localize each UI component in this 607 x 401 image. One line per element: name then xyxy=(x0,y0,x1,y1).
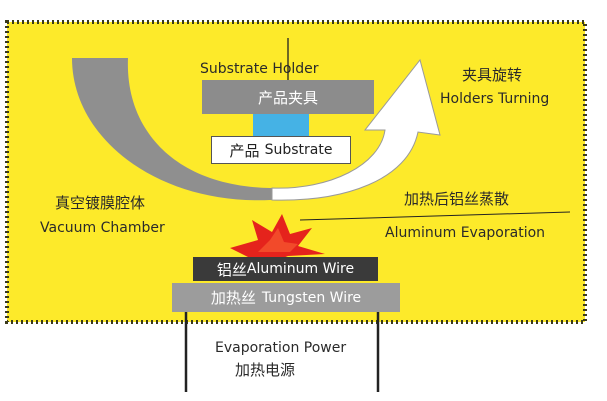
power-en-label: Evaporation Power xyxy=(215,340,347,356)
holder-zh-label: 产品夹具 xyxy=(257,88,318,107)
chamber-en-label: Vacuum Chamber xyxy=(40,220,165,236)
substrate-zh-label: 产品 xyxy=(229,141,260,160)
tungsten-wire: 加热丝 Tungsten Wire xyxy=(172,283,400,312)
power-zh-label: 加热电源 xyxy=(235,361,296,379)
evaporation-leader-line xyxy=(299,211,571,221)
aluminum-wire: 铝丝 Aluminum Wire xyxy=(193,257,378,281)
holders-turning-en-label: Holders Turning xyxy=(440,91,550,107)
rotation-arc xyxy=(72,58,392,201)
al-wire-en-label: Aluminum Wire xyxy=(246,261,355,277)
evaporation-zh-label: 加热后铝丝蒸散 xyxy=(404,190,510,208)
evaporation-spark-core xyxy=(258,228,298,252)
evaporation-en-label: Aluminum Evaporation xyxy=(385,225,546,241)
holders-turning-zh-label: 夹具旋转 xyxy=(462,66,523,84)
al-wire-zh-label: 铝丝 xyxy=(216,260,247,279)
tungsten-zh-label: 加热丝 xyxy=(210,289,256,307)
tungsten-en-label: Tungsten Wire xyxy=(261,289,362,306)
rotation-arrow xyxy=(271,58,441,201)
chamber-zh-label: 真空镀膜腔体 xyxy=(55,194,146,212)
substrate: 产品 Substrate xyxy=(211,136,351,164)
substrate-en-label: Substrate xyxy=(264,142,333,158)
substrate-mount xyxy=(253,114,309,136)
substrate-holder-label: Substrate Holder xyxy=(200,61,319,77)
substrate-holder: 产品夹具 xyxy=(202,80,374,114)
